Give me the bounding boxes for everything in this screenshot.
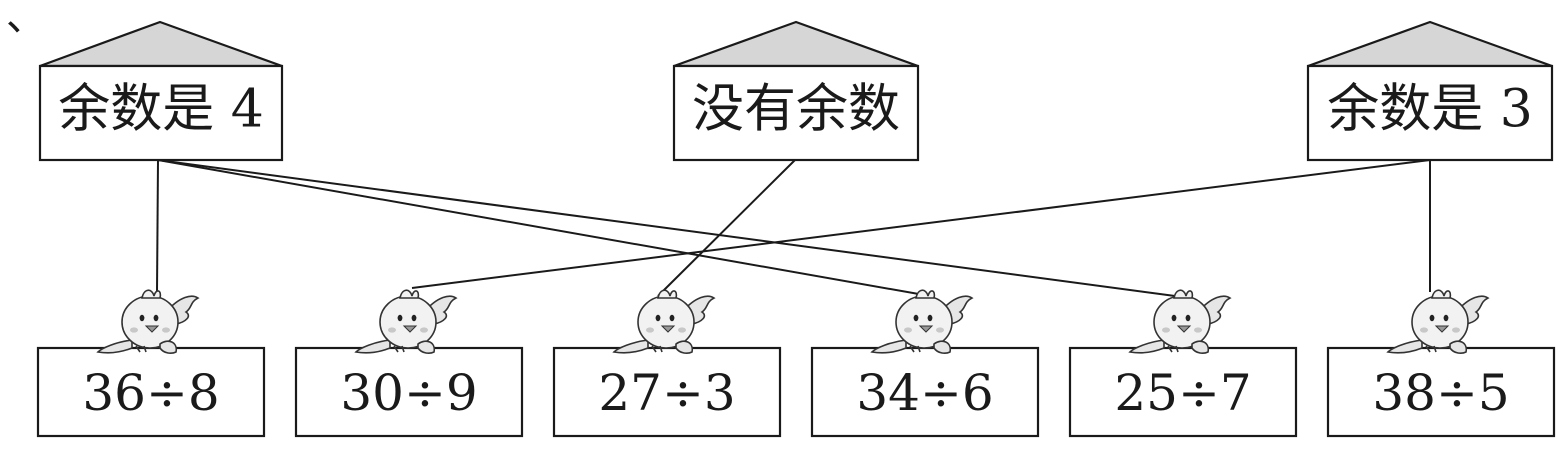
expression-card-e1[interactable]: 36÷8 xyxy=(36,346,266,438)
bird-icon xyxy=(870,289,974,354)
expression-card-e2[interactable]: 30÷9 xyxy=(294,346,524,438)
bird-icon xyxy=(1128,289,1232,354)
expression-card-e3[interactable]: 27÷3 xyxy=(552,346,782,438)
connection-line-rem4-e5 xyxy=(157,159,1176,297)
bird-icon xyxy=(96,289,200,354)
expression-card-e6[interactable]: 38÷5 xyxy=(1326,346,1556,438)
expression-box xyxy=(294,346,524,438)
expression-box xyxy=(552,346,782,438)
house-roof xyxy=(39,20,283,68)
connection-line-rem3-e2 xyxy=(411,159,1431,289)
house-rem4[interactable]: 余数是 4 xyxy=(38,20,284,162)
corner-mark: 、 xyxy=(6,0,46,40)
bird-icon xyxy=(354,289,458,354)
house-box xyxy=(672,64,920,162)
expression-box xyxy=(1068,346,1298,438)
expression-box xyxy=(810,346,1040,438)
expression-card-e4[interactable]: 34÷6 xyxy=(810,346,1040,438)
expression-label: 36÷8 xyxy=(82,364,219,422)
house-label-none: 没有余数 xyxy=(692,80,900,140)
expression-box xyxy=(1326,346,1556,438)
connection-line-none-e3 xyxy=(657,159,796,297)
connection-line-rem4-e4 xyxy=(157,159,931,297)
house-rem3[interactable]: 余数是 3 xyxy=(1306,20,1554,162)
expression-label: 30÷9 xyxy=(340,364,477,422)
house-roof xyxy=(673,20,919,68)
bird-icons xyxy=(96,289,1490,354)
expression-label: 38÷5 xyxy=(1372,364,1509,422)
house-roof xyxy=(1307,20,1553,68)
expression-label: 25÷7 xyxy=(1114,364,1251,422)
house-box xyxy=(1306,64,1554,162)
expression-box xyxy=(36,346,266,438)
bird-icon xyxy=(612,289,716,354)
expression-label: 27÷3 xyxy=(598,364,735,422)
house-label-rem3: 余数是 3 xyxy=(1327,80,1533,140)
house-label-rem4: 余数是 4 xyxy=(58,80,264,140)
expression-label: 34÷6 xyxy=(856,364,993,422)
connection-line-rem4-e1 xyxy=(156,159,159,293)
connection-lines xyxy=(156,159,1431,297)
expression-card-e5[interactable]: 25÷7 xyxy=(1068,346,1298,438)
bird-icon xyxy=(1386,289,1490,354)
house-none[interactable]: 没有余数 xyxy=(672,20,920,162)
house-box xyxy=(38,64,284,162)
